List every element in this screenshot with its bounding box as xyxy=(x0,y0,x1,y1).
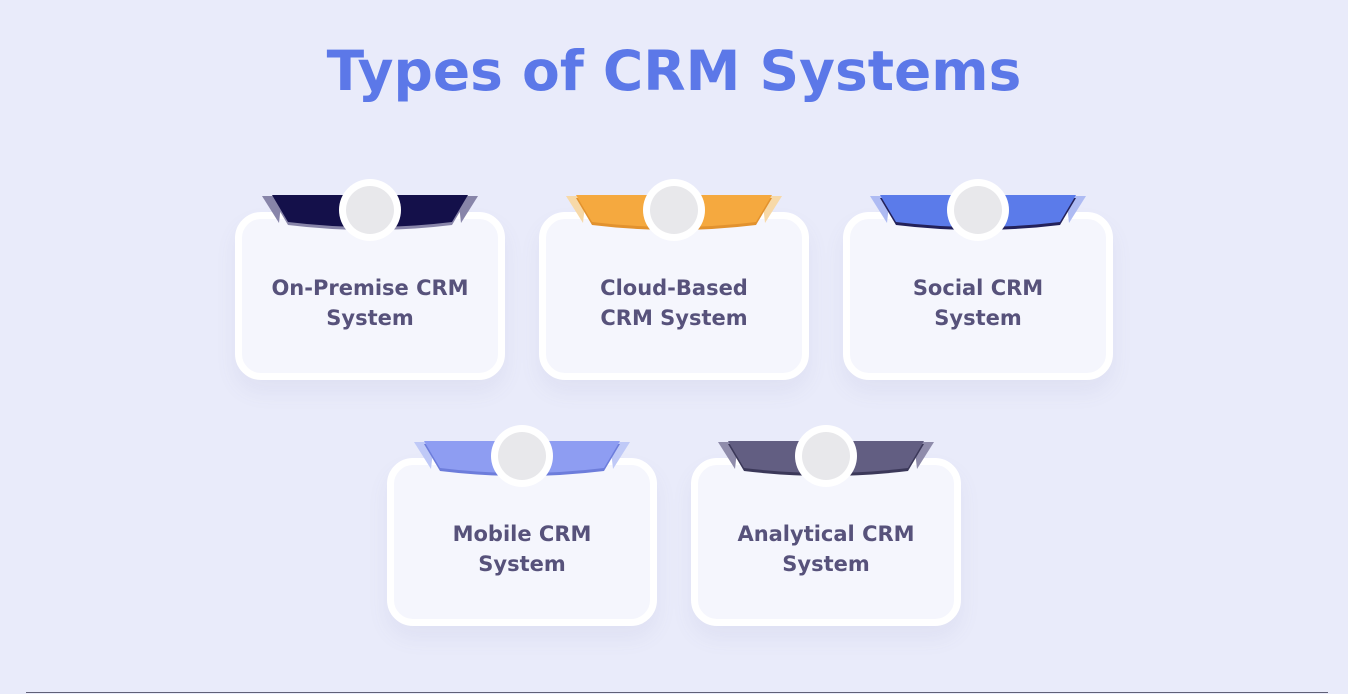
ribbon-band xyxy=(728,441,924,473)
badge-circle-outer xyxy=(339,179,401,241)
badge-circle-outer xyxy=(795,425,857,487)
card-title-line2: System xyxy=(934,306,1022,330)
card-title-line1: Analytical CRM xyxy=(737,522,915,546)
ribbon-left-fold xyxy=(414,442,434,469)
ribbon-banner-icon xyxy=(414,425,630,487)
card-title: On-Premise CRM System xyxy=(271,273,468,333)
ribbon-banner-icon xyxy=(566,179,782,241)
crm-type-card: On-Premise CRM System xyxy=(235,179,505,380)
card-title-line1: Social CRM xyxy=(912,276,1044,300)
badge-circle-inner xyxy=(954,186,1002,234)
crm-type-card: Mobile CRM System xyxy=(387,425,657,626)
ribbon-left-fold xyxy=(870,196,890,223)
ribbon-right-fold xyxy=(610,442,630,469)
card-title: Cloud-Based CRM System xyxy=(600,273,748,333)
card-row: Mobile CRM System Analytical CRM System xyxy=(0,417,1348,626)
ribbon-underside xyxy=(424,444,620,476)
badge-circle-outer xyxy=(491,425,553,487)
crm-type-card: Cloud-Based CRM System xyxy=(539,179,809,380)
card-title: Social CRM System xyxy=(913,273,1043,333)
card-title-line1: Cloud-Based xyxy=(600,276,748,300)
card-title-line2: System xyxy=(782,552,870,576)
badge-circle-outer xyxy=(643,179,705,241)
ribbon-banner-icon xyxy=(870,179,1086,241)
ribbon-band xyxy=(880,195,1076,227)
ribbon-underside xyxy=(576,198,772,230)
ribbon-underside xyxy=(728,444,924,476)
badge-circle-inner xyxy=(498,432,546,480)
card-title-line1: On-Premise CRM xyxy=(271,276,469,300)
card-title-line2: CRM System xyxy=(600,306,748,330)
card-title: Mobile CRM System xyxy=(453,519,592,579)
crm-type-card: Social CRM System xyxy=(843,179,1113,380)
bottom-border-line xyxy=(26,692,1328,693)
card-title-line2: System xyxy=(326,306,414,330)
ribbon-right-fold xyxy=(762,196,782,223)
page-title: Types of CRM Systems xyxy=(326,39,1022,103)
ribbon-band xyxy=(424,441,620,473)
card-grid: On-Premise CRM System Cloud-Based CRM Sy… xyxy=(0,171,1348,626)
ribbon-left-fold xyxy=(718,442,738,469)
ribbon-right-fold xyxy=(1066,196,1086,223)
ribbon-left-fold xyxy=(566,196,586,223)
card-title-line2: System xyxy=(478,552,566,576)
card-row: On-Premise CRM System Cloud-Based CRM Sy… xyxy=(0,171,1348,380)
card-title: Analytical CRM System xyxy=(737,519,914,579)
ribbon-banner-icon xyxy=(262,179,478,241)
ribbon-band xyxy=(272,195,468,227)
ribbon-underside xyxy=(272,198,468,230)
badge-circle-inner xyxy=(802,432,850,480)
card-title-line1: Mobile CRM xyxy=(452,522,592,546)
crm-type-card: Analytical CRM System xyxy=(691,425,961,626)
ribbon-band xyxy=(576,195,772,227)
ribbon-left-fold xyxy=(262,196,282,223)
ribbon-banner-icon xyxy=(718,425,934,487)
badge-circle-outer xyxy=(947,179,1009,241)
ribbon-right-fold xyxy=(914,442,934,469)
badge-circle-inner xyxy=(346,186,394,234)
badge-circle-inner xyxy=(650,186,698,234)
ribbon-right-fold xyxy=(458,196,478,223)
ribbon-underside xyxy=(880,198,1076,230)
